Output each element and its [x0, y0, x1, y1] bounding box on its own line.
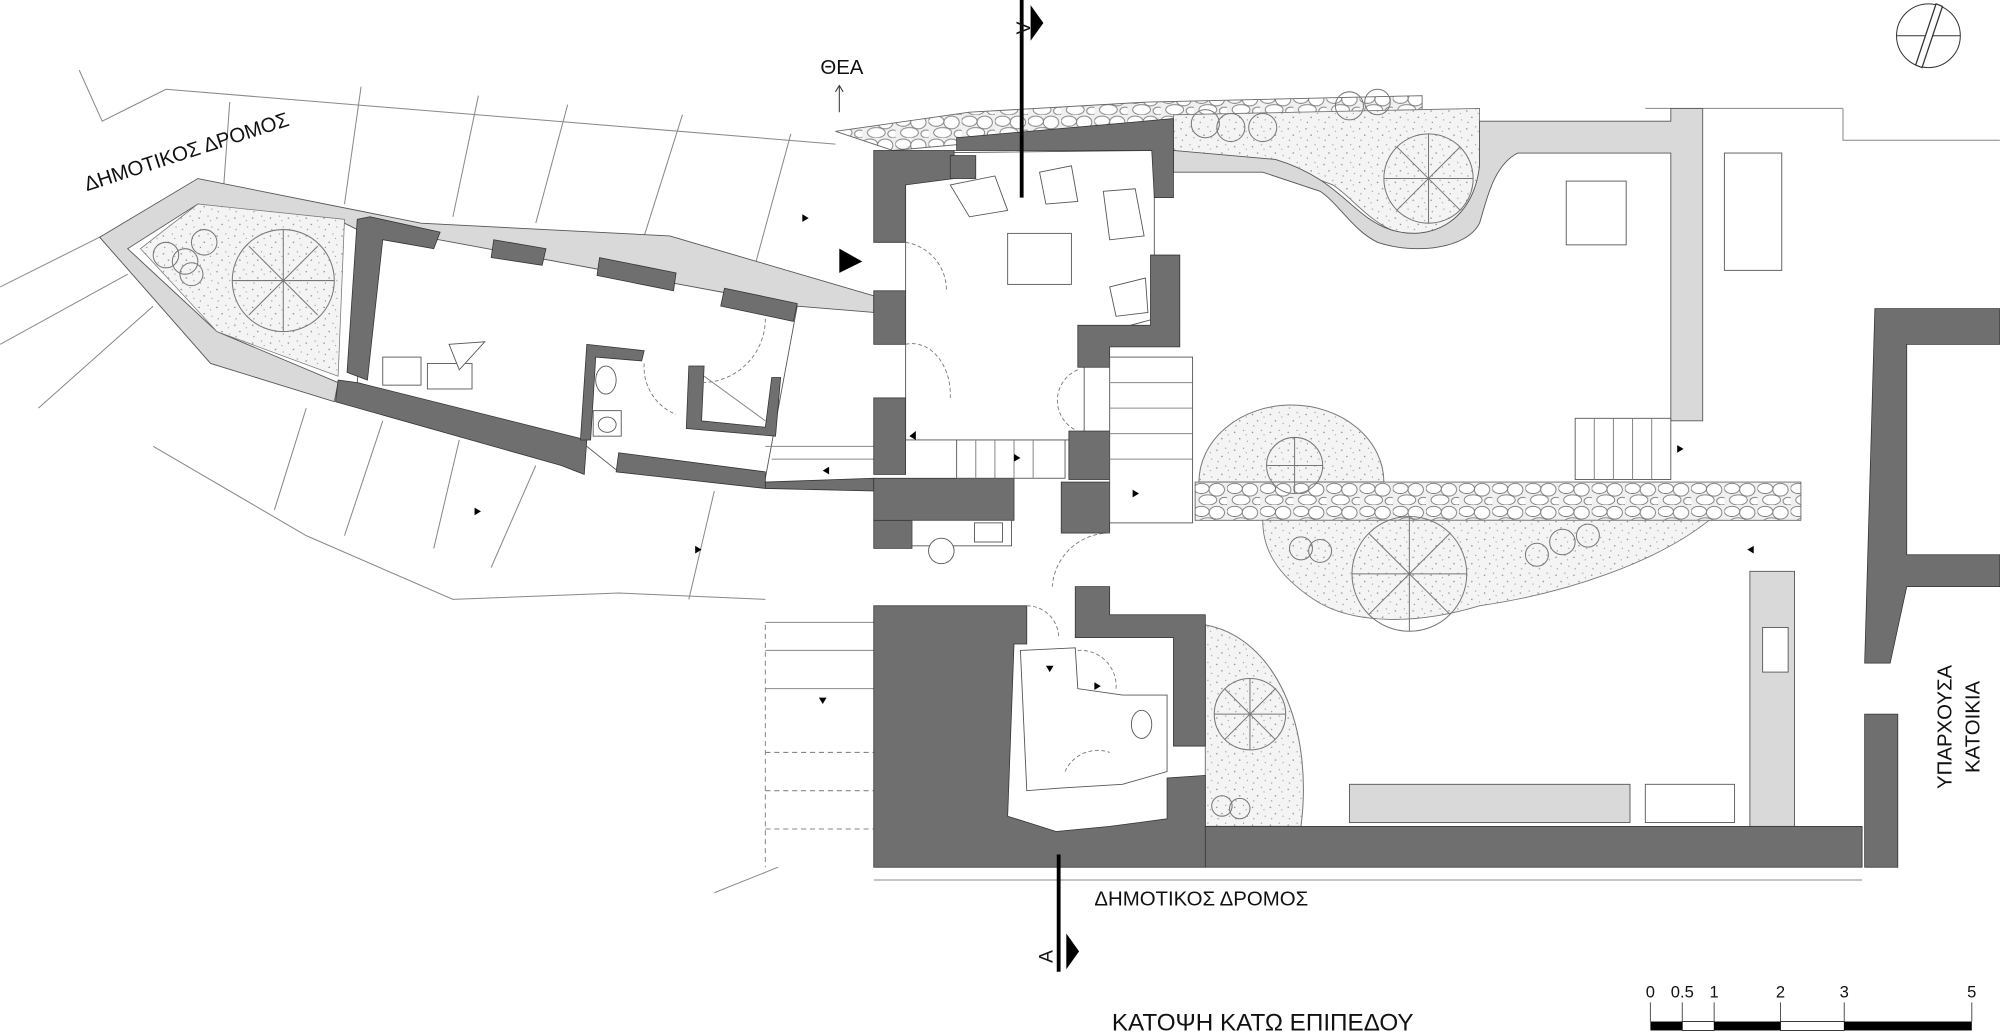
- scale-tick-label: 3: [1840, 982, 1849, 1001]
- lower-right-garden: [1204, 624, 1304, 827]
- section-marker-bottom: Α: [1036, 854, 1080, 972]
- scale-bar: 0 0.5 1 2 3 5: [1646, 982, 1976, 1031]
- road-label-bottom: ΔΗΜΟΤΙΚΟΣ ΔΡΟΜΟΣ: [1094, 888, 1308, 910]
- upper-garden-trees: [1190, 88, 1474, 224]
- bench: [1723, 152, 1783, 271]
- drawing-title: ΚΑΤΟΨΗ ΚΑΤΩ ΕΠΙΠΕΔΟΥ: [1112, 1009, 1414, 1033]
- section-label-bottom: Α: [1036, 950, 1057, 963]
- left-garden: [139, 203, 345, 377]
- section-marker-top: Α: [1012, 0, 1044, 198]
- road-label-top: ΔΗΜΟΤΙΚΟΣ ΔΡΟΜΟΣ: [82, 109, 292, 196]
- scale-tick-label: 0.5: [1671, 982, 1694, 1001]
- central-building: [873, 118, 1863, 868]
- lower-garden: [1262, 519, 1711, 620]
- scale-tick-label: 5: [1967, 982, 1976, 1001]
- scale-tick-label: 1: [1710, 982, 1719, 1001]
- street-context-lines: [0, 69, 2000, 894]
- right-paving: [1172, 107, 1704, 422]
- kitchen-counters: [1348, 570, 1795, 827]
- table: [1565, 180, 1627, 246]
- existing-building-walls: [1864, 308, 2000, 868]
- scale-tick-label: 0: [1646, 982, 1655, 1001]
- section-label-top: Α: [1012, 22, 1033, 35]
- left-building: [335, 216, 875, 492]
- cushions: [949, 165, 1149, 317]
- existing-house-label-2: ΚΑΤΟΙΚΙΑ: [1962, 680, 1984, 773]
- left-garden-trees: [152, 229, 335, 333]
- view-arrow-icon: [835, 84, 844, 113]
- view-label: ΘΕΑ: [820, 57, 863, 79]
- direction-arrows: [474, 214, 1754, 704]
- middle-garden-trees: [1266, 436, 1600, 632]
- middle-garden-arc: [1198, 404, 1385, 483]
- lower-right-garden-trees: [1211, 677, 1287, 820]
- existing-house-label-1: ΥΠΑΡΧΟΥΣΑ: [1934, 664, 1956, 789]
- middle-stone-wall: [1194, 481, 1802, 521]
- north-arrow-icon: [1896, 2, 1961, 69]
- courtyard-steps: [1574, 417, 1672, 480]
- scale-tick-label: 2: [1776, 982, 1785, 1001]
